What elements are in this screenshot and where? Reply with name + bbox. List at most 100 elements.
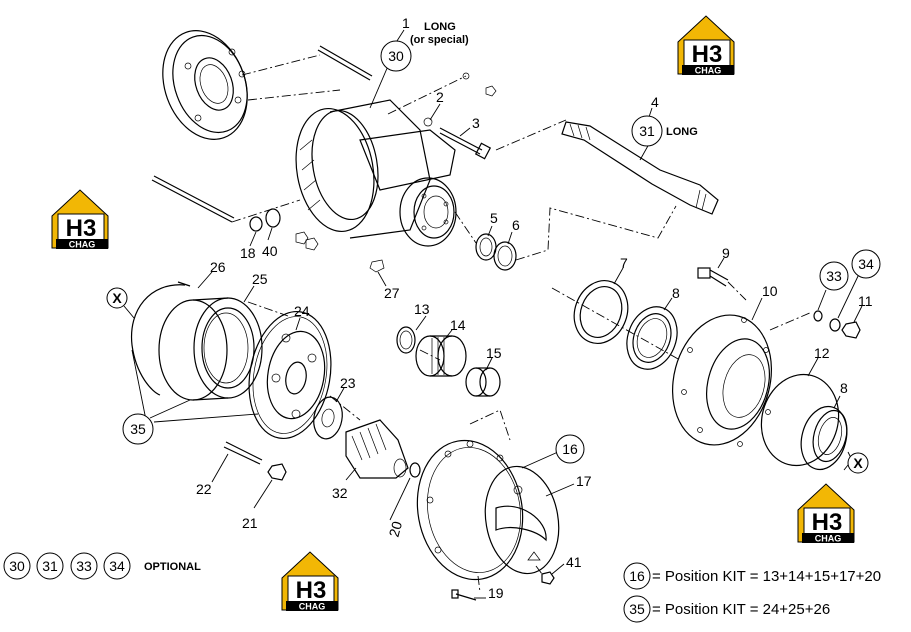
- svg-text:CHAG: CHAG: [299, 602, 326, 612]
- note-long-housing: LONG: [424, 21, 456, 33]
- svg-text:33: 33: [76, 558, 92, 574]
- svg-text:9: 9: [722, 245, 730, 261]
- callout-30: 30: [380, 40, 412, 72]
- svg-text:= Position KIT = 13+14+15+17+2: = Position KIT = 13+14+15+17+20: [652, 568, 881, 585]
- part-planet-carrier: [416, 439, 524, 581]
- svg-text:15: 15: [486, 345, 502, 361]
- part-seal: [475, 233, 497, 261]
- logo-h3-chag: H3 CHAG: [281, 551, 339, 612]
- svg-text:CHAG: CHAG: [815, 534, 842, 544]
- svg-text:22: 22: [196, 481, 212, 497]
- svg-text:6: 6: [512, 217, 520, 233]
- svg-text:16: 16: [562, 441, 578, 457]
- logo-h3-chag: H3 CHAG: [51, 189, 109, 250]
- part-needle-bearing: [465, 367, 501, 397]
- part-wheel-bolt: [697, 267, 729, 287]
- optional-legend: 30 31 33 34 OPTIONAL: [3, 552, 201, 580]
- svg-text:10: 10: [762, 283, 778, 299]
- svg-text:CHAG: CHAG: [695, 66, 722, 76]
- svg-text:33: 33: [826, 268, 842, 284]
- part-stud-bolt: [317, 45, 373, 81]
- part-bolt: [423, 117, 492, 160]
- part-labels: 1 2 3 4 5 6 7 8 8 9 10 11 12 13 14 15 17…: [196, 15, 873, 601]
- svg-text:16: 16: [629, 568, 645, 584]
- svg-text:X: X: [112, 290, 122, 306]
- svg-text:20: 20: [386, 519, 406, 538]
- part-wheel-hub: [671, 314, 773, 447]
- svg-text:41: 41: [566, 554, 582, 570]
- callout-35: 35: [122, 413, 154, 445]
- svg-text:H3: H3: [692, 41, 723, 68]
- logo-h3-chag: H3 CHAG: [677, 15, 735, 76]
- part-snap-ring: [130, 281, 191, 396]
- svg-text:32: 32: [332, 485, 348, 501]
- svg-text:2: 2: [436, 89, 444, 105]
- part-nut: [813, 310, 861, 339]
- kit-legend-16: 16 = Position KIT = 13+14+15+17+20: [623, 562, 881, 590]
- logo-h3-chag: H3 CHAG: [797, 483, 855, 544]
- part-axle-shaft: [561, 121, 719, 215]
- part-bearing: [626, 306, 678, 370]
- part-stud-bolt: [151, 175, 235, 223]
- leader-lines: [123, 29, 863, 599]
- svg-text:H3: H3: [66, 215, 97, 242]
- part-gasket: [760, 373, 840, 467]
- svg-text:8: 8: [840, 380, 848, 396]
- part-seal-ring: [573, 280, 629, 344]
- kit-legend-35: 35 = Position KIT = 24+25+26: [623, 595, 830, 623]
- svg-text:= Position KIT = 24+25+26: = Position KIT = 24+25+26: [652, 601, 830, 618]
- note-long-shaft: LONG: [666, 126, 698, 138]
- svg-text:24: 24: [294, 303, 310, 319]
- svg-text:3: 3: [472, 115, 480, 131]
- svg-text:25: 25: [252, 271, 268, 287]
- svg-text:14: 14: [450, 317, 466, 333]
- svg-text:7: 7: [620, 255, 628, 271]
- svg-text:35: 35: [130, 421, 146, 437]
- part-housing: [295, 99, 457, 247]
- callout-31: 31: [631, 115, 663, 147]
- svg-text:31: 31: [639, 123, 655, 139]
- svg-text:34: 34: [109, 558, 125, 574]
- note-or-special: (or special): [410, 34, 469, 46]
- callout-33: 33: [819, 261, 849, 291]
- svg-text:8: 8: [672, 285, 680, 301]
- svg-text:40: 40: [262, 243, 278, 259]
- svg-text:OPTIONAL: OPTIONAL: [144, 561, 201, 573]
- assembly-line: [231, 54, 853, 593]
- svg-text:30: 30: [9, 558, 25, 574]
- svg-text:H3: H3: [296, 577, 327, 604]
- svg-text:31: 31: [42, 558, 58, 574]
- svg-text:21: 21: [242, 515, 258, 531]
- part-gear-carrier: [248, 310, 332, 440]
- svg-text:34: 34: [858, 256, 874, 272]
- svg-text:30: 30: [388, 48, 404, 64]
- svg-text:35: 35: [629, 601, 645, 617]
- svg-text:H3: H3: [812, 509, 843, 536]
- callout-x: X: [106, 287, 128, 309]
- part-planet-gear: [415, 335, 467, 377]
- callout-16: 16: [555, 434, 585, 464]
- svg-text:13: 13: [414, 301, 430, 317]
- part-nut: [462, 72, 497, 97]
- svg-text:X: X: [853, 455, 863, 471]
- svg-text:27: 27: [384, 285, 400, 301]
- part-ring-gear: [158, 297, 263, 401]
- part-retaining-ring: [396, 326, 416, 354]
- svg-text:5: 5: [490, 210, 498, 226]
- part-bolt: [223, 441, 287, 481]
- part-seal: [493, 241, 517, 271]
- part-plug: [451, 571, 555, 601]
- part-washer: [249, 208, 385, 273]
- svg-text:18: 18: [240, 245, 256, 261]
- svg-text:4: 4: [651, 94, 659, 110]
- svg-text:17: 17: [576, 473, 592, 489]
- part-sun-shaft: [345, 419, 421, 479]
- svg-text:11: 11: [858, 293, 873, 309]
- svg-text:CHAG: CHAG: [69, 240, 96, 250]
- callout-x: X: [847, 452, 869, 474]
- part-flange-disc: [162, 30, 248, 140]
- part-bearing: [800, 405, 848, 471]
- svg-text:1: 1: [402, 15, 410, 31]
